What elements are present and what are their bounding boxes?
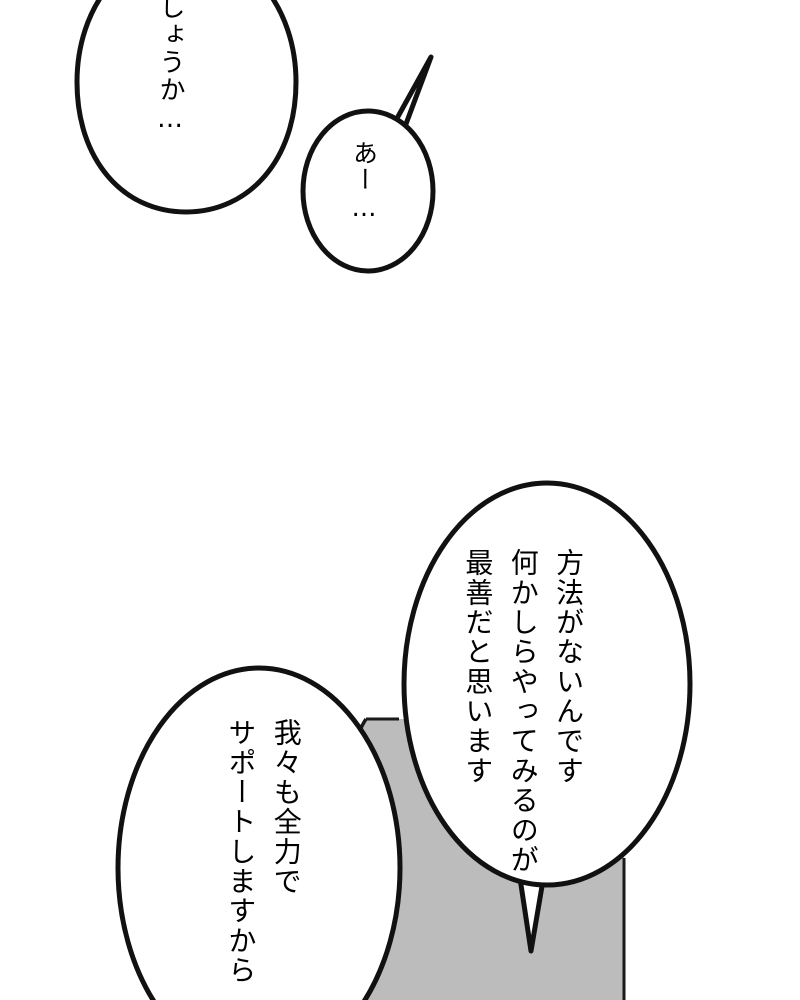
speech-bubble-support <box>115 665 403 1000</box>
bubble-4-text: 我々も全力で サポートしますから… <box>224 718 303 1000</box>
speech-bubble-ah <box>300 54 436 274</box>
bubble-2-text: あー… <box>349 140 379 224</box>
bubble-3-text: 方法がないんです 何かしらやってみるのが 最善だと思います <box>461 548 586 875</box>
bubble-1-text: 〜しょうか… <box>155 0 185 136</box>
speech-bubble-method <box>401 480 693 954</box>
speech-bubble-top-left <box>74 0 299 215</box>
